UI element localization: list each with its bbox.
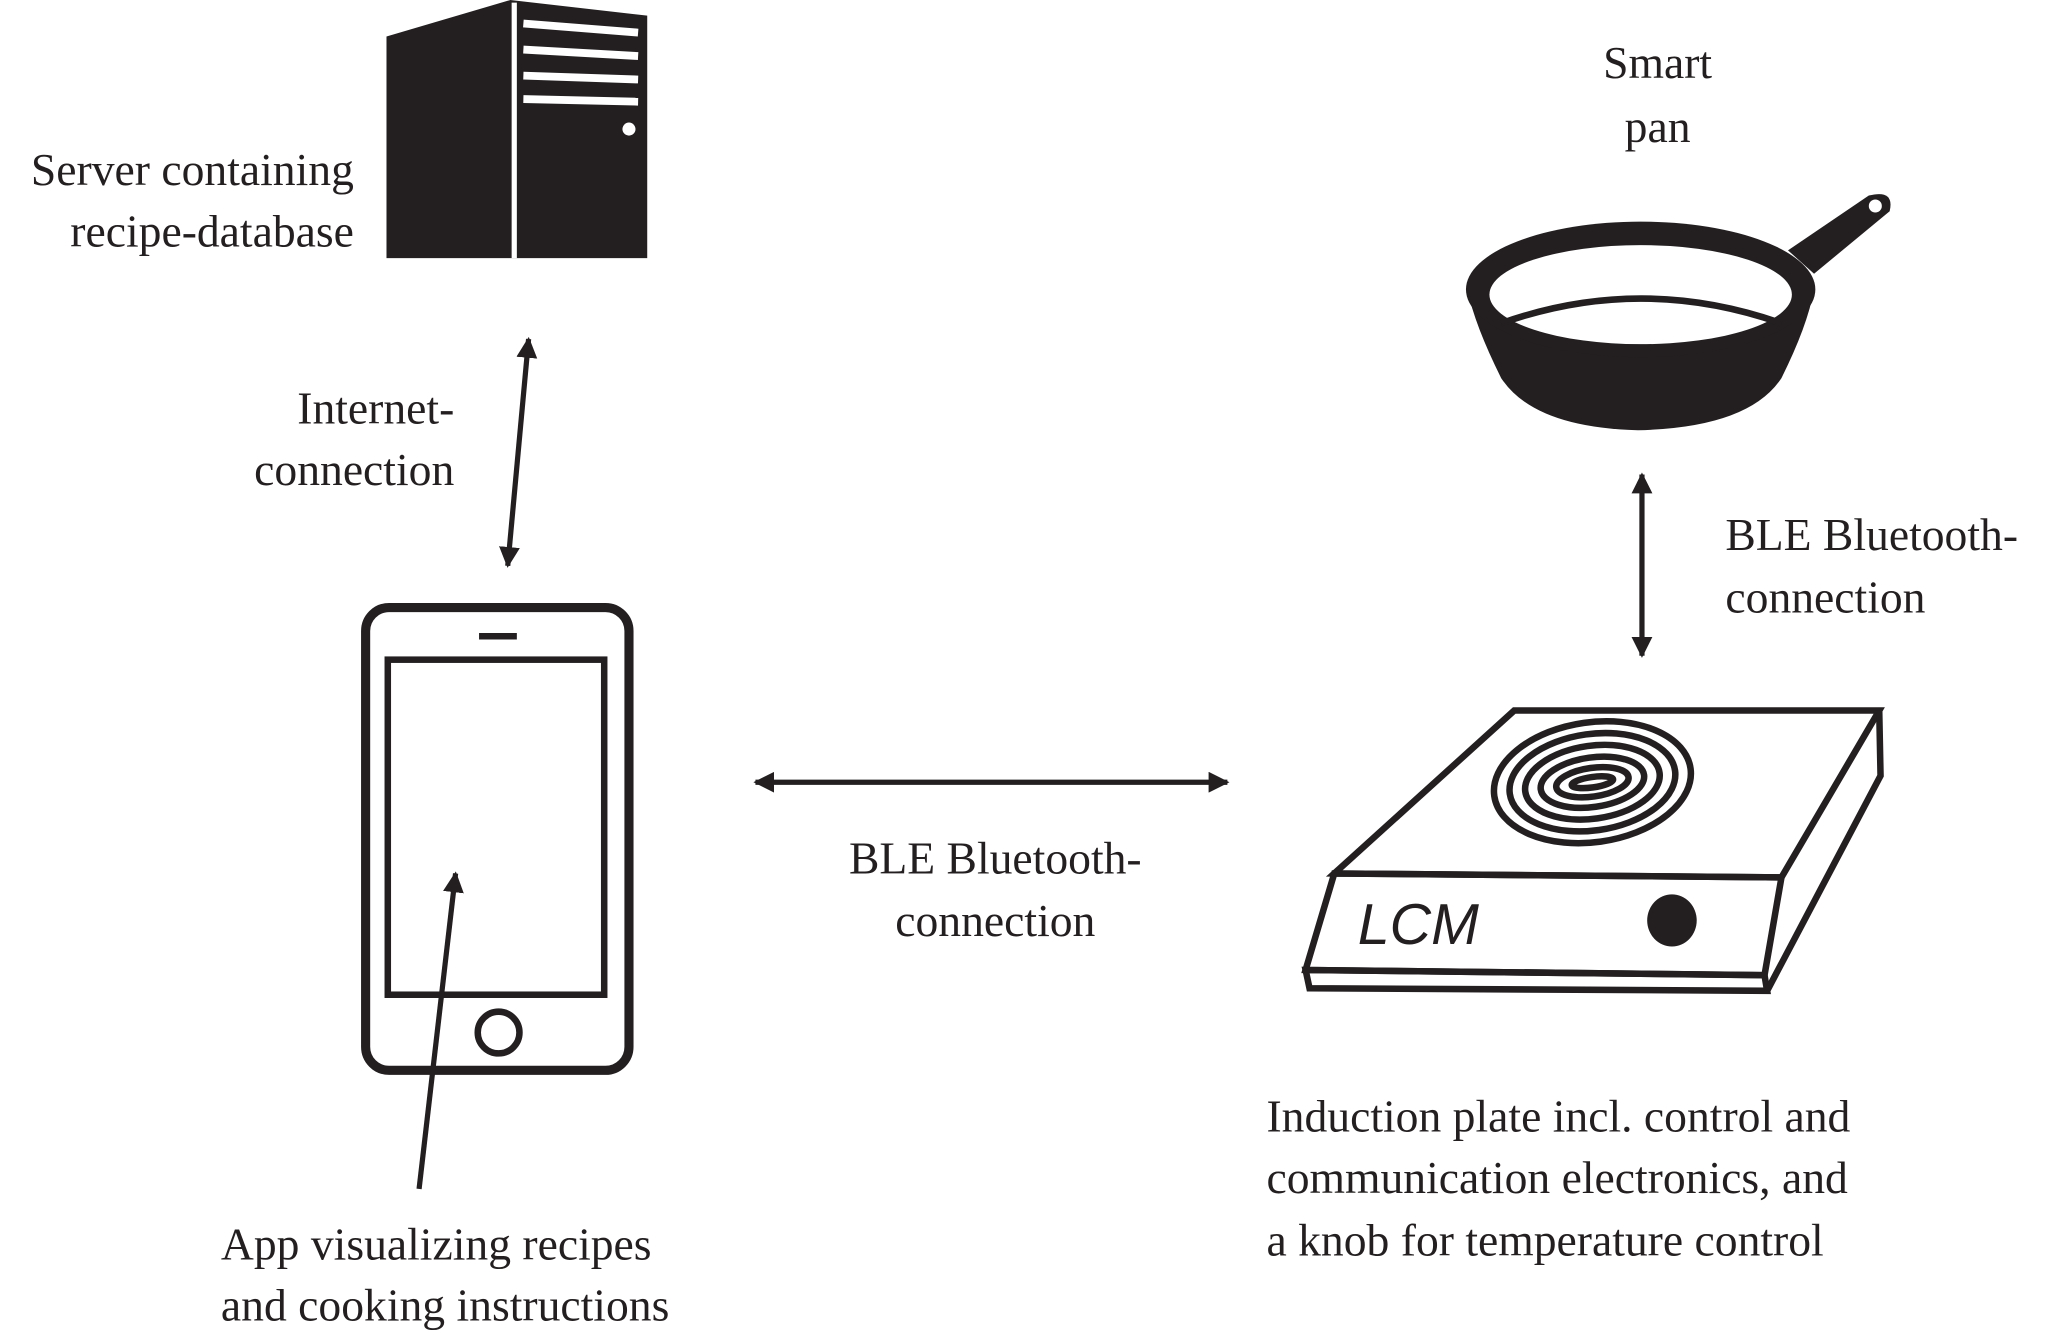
plate-label-line-2: communication electronics, and [1266,1152,1848,1203]
frying-pan-icon [1465,194,1891,431]
pan-plate-label-line-2: connection [1725,572,1925,623]
internet-label-line-1: Internet- [297,383,454,434]
pan-label-line-2: pan [1625,101,1691,152]
plate-brand-text: LCM [1358,893,1479,957]
app-label-line-2: and cooking instructions [221,1280,669,1331]
pan-label-line-1: Smart [1603,37,1712,88]
plate-label-line-3: a knob for temperature control [1266,1214,1823,1265]
temperature-knob-icon [1647,894,1697,947]
server-label-line-1: Server containing [31,144,354,195]
app-label-line-1: App visualizing recipes [221,1218,652,1269]
plate-label-line-1: Induction plate incl. control and [1266,1091,1850,1142]
internet-connection-arrow [499,336,538,568]
induction-plate-icon [1301,707,1885,995]
phone-plate-label-line-2: connection [895,895,1095,946]
smartphone-icon [361,602,634,1075]
app-pointer-arrow [416,871,464,1190]
phone-plate-label-line-1: BLE Bluetooth- [849,832,1142,883]
internet-label-line-2: connection [254,444,454,495]
induction-coil [1490,718,1695,847]
pan-plate-label-line-1: BLE Bluetooth- [1725,509,2018,560]
server-tower-icon [386,0,648,259]
server-label-line-2: recipe-database [70,205,354,256]
